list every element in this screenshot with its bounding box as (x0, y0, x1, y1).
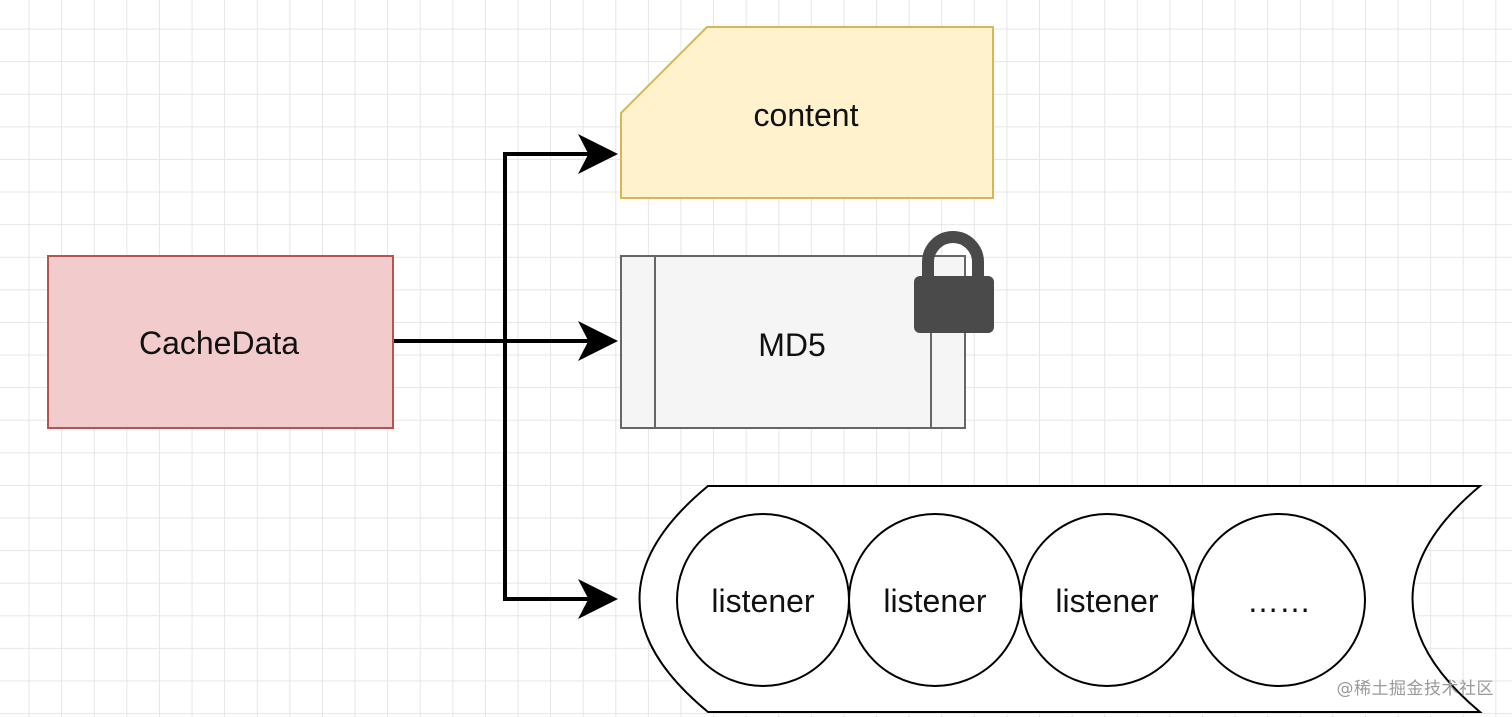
content-label: content (754, 97, 859, 133)
content-card (620, 26, 994, 199)
content-node[interactable]: content (620, 26, 994, 199)
listener-label: listener (711, 583, 815, 619)
md5-node[interactable]: MD5 (620, 255, 966, 429)
cachedata-node[interactable]: CacheData (47, 255, 394, 429)
connectors (393, 134, 618, 619)
connector-to-listeners (503, 341, 618, 619)
listener-item[interactable]: listener (1020, 513, 1194, 687)
listener-item[interactable]: listener (848, 513, 1022, 687)
md5-label: MD5 (758, 327, 826, 363)
md5-box (620, 255, 966, 429)
listener-queue[interactable]: listener listener listener …… (638, 485, 1483, 713)
cachedata-label: CacheData (139, 325, 299, 361)
listener-item[interactable]: listener (676, 513, 850, 687)
watermark: @稀土掘金技术社区 (1336, 679, 1494, 699)
listener-label: listener (883, 583, 987, 619)
lock-icon (914, 231, 994, 333)
listener-circle (1192, 513, 1366, 687)
connector-to-content (393, 134, 618, 343)
cachedata-box (47, 255, 394, 429)
listener-label: listener (1055, 583, 1159, 619)
listener-item-ellipsis[interactable]: …… (1192, 513, 1366, 687)
listener-ellipsis-label: …… (1247, 583, 1311, 619)
